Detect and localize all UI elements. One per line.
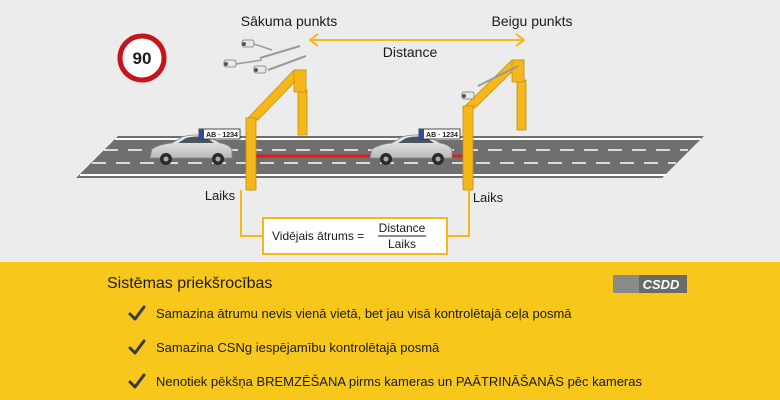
csdd-logo-text: CSDD xyxy=(643,277,680,292)
license-plate-end: AB · 1234 xyxy=(418,128,461,140)
advantage-item: Samazina CSNg iespējamību kontrolētajā p… xyxy=(128,337,439,357)
speed-limit-sign: 90 xyxy=(117,33,167,83)
advantage-text: Samazina CSNg iespējamību kontrolētajā p… xyxy=(156,339,440,355)
camera-icon xyxy=(461,91,475,100)
distance-label: Distance xyxy=(383,44,438,60)
camera-icon xyxy=(223,39,273,74)
end-gantry xyxy=(462,59,525,191)
advantage-text: Samazina ātrumu nevis vienā vietā, bet j… xyxy=(156,305,572,321)
time-label-right: Laiks xyxy=(473,190,504,205)
checkmark-icon xyxy=(128,339,146,355)
csdd-logo: CSDD xyxy=(613,275,687,293)
car-end xyxy=(369,134,453,165)
formula-lhs: Vidējais ātrums = xyxy=(272,229,364,243)
plate-text-start: AB · 1234 xyxy=(206,132,238,139)
advantage-item: Nenotiek pēkšņa BREMZĒŠANA pirms kameras… xyxy=(128,371,642,391)
license-plate-start: AB · 1234 xyxy=(198,128,241,140)
distance-arrow xyxy=(308,33,526,47)
panel-title: Sistēmas priekšrocības xyxy=(107,275,273,292)
checkmark-icon xyxy=(128,373,146,389)
speed-limit-value: 90 xyxy=(133,49,152,68)
average-speed-formula: Vidējais ātrums = Distance Laiks xyxy=(262,217,448,255)
formula-numerator: Distance xyxy=(379,221,426,235)
end-point-label: Beigu punkts xyxy=(492,13,573,29)
start-gantry xyxy=(245,45,307,191)
time-label-left: Laiks xyxy=(205,188,236,203)
advantage-item: Samazina ātrumu nevis vienā vietā, bet j… xyxy=(128,303,572,323)
checkmark-icon xyxy=(128,305,146,321)
formula-denominator: Laiks xyxy=(388,237,416,251)
plate-text-end: AB · 1234 xyxy=(426,132,458,139)
advantages-panel: Sistēmas priekšrocības CSDD Samazina ātr… xyxy=(0,262,780,400)
start-point-label: Sākuma punkts xyxy=(241,13,338,29)
car-start xyxy=(149,134,233,165)
advantage-text: Nenotiek pēkšņa BREMZĒŠANA pirms kameras… xyxy=(156,373,642,389)
section-control-diagram: 90 Sākuma punkts Beigu punkts Distance A… xyxy=(76,13,704,255)
